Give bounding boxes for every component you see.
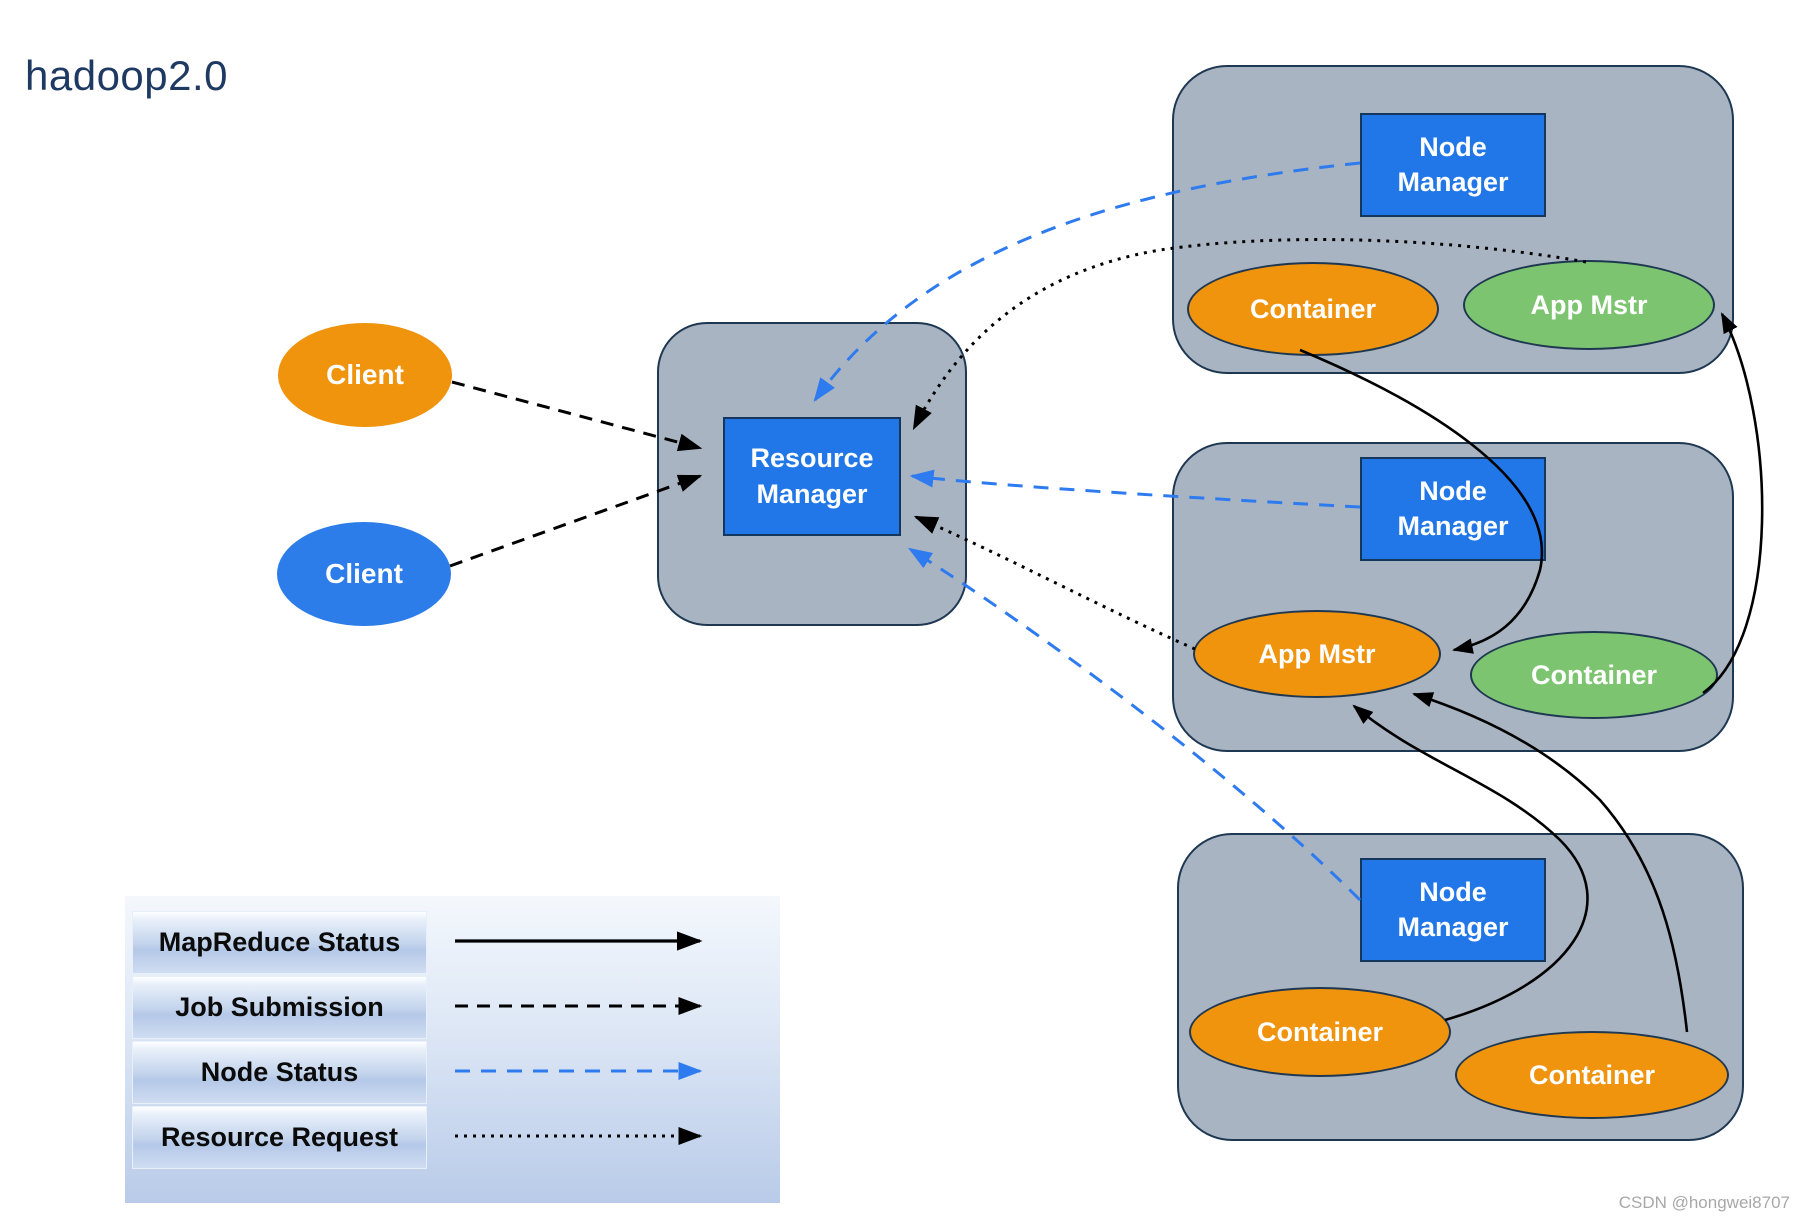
legend-item-job-submission: Job Submission — [132, 976, 427, 1039]
legend-label: Resource Request — [160, 1122, 399, 1152]
legend-item-node-status: Node Status — [132, 1041, 427, 1104]
legend-label: MapReduce Status — [158, 927, 401, 957]
node-manager-box-2: Node Manager — [1360, 457, 1546, 561]
resource-manager-label: Resource Manager — [750, 443, 874, 509]
node-manager-label: Node Manager — [1397, 131, 1509, 197]
client-node-orange: Client — [278, 323, 452, 427]
container-ellipse-node3-right: Container — [1455, 1031, 1729, 1119]
app-mstr-label: App Mstr — [1530, 289, 1648, 320]
legend-label: Job Submission — [175, 992, 384, 1022]
container-ellipse-node2: Container — [1470, 631, 1718, 719]
node-manager-box-3: Node Manager — [1360, 858, 1546, 962]
container-ellipse-node3-left: Container — [1189, 987, 1451, 1077]
app-mstr-ellipse-node1: App Mstr — [1463, 260, 1715, 350]
legend-item-mapreduce-status: MapReduce Status — [132, 911, 427, 974]
container-label: Container — [1530, 659, 1657, 690]
client-label: Client — [325, 558, 403, 589]
container-label: Container — [1528, 1059, 1655, 1090]
resource-manager-box: Resource Manager — [723, 417, 901, 536]
app-mstr-label: App Mstr — [1258, 638, 1376, 669]
container-label: Container — [1256, 1016, 1383, 1047]
node-manager-label: Node Manager — [1397, 475, 1509, 541]
node-manager-box-1: Node Manager — [1360, 113, 1546, 217]
legend-item-resource-request: Resource Request — [132, 1106, 427, 1169]
legend-label: Node Status — [200, 1057, 359, 1087]
client-node-blue: Client — [277, 522, 451, 626]
watermark: CSDN @hongwei8707 — [1618, 1193, 1790, 1212]
app-mstr-ellipse-node2: App Mstr — [1193, 610, 1441, 698]
legend-panel: MapReduce Status Job Submission Node Sta… — [125, 896, 780, 1203]
container-label: Container — [1249, 293, 1376, 324]
diagram-title: hadoop2.0 — [25, 52, 229, 99]
client-label: Client — [326, 359, 404, 390]
node-manager-label: Node Manager — [1397, 876, 1509, 942]
container-ellipse-node1: Container — [1187, 262, 1439, 356]
